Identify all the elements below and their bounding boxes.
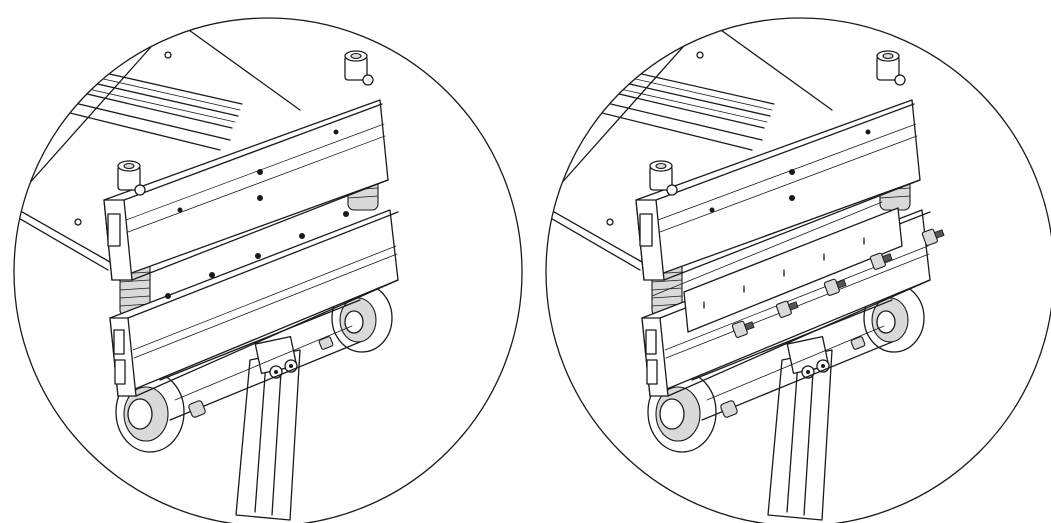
right-detail-circle (545, 17, 1051, 523)
left-detail-circle (13, 17, 523, 523)
mounted-bolts (165, 211, 349, 299)
loose-screws (731, 228, 945, 338)
right-detail-view (545, 17, 1051, 523)
left-detail-view (13, 17, 523, 523)
scraper-blade (651, 201, 903, 333)
